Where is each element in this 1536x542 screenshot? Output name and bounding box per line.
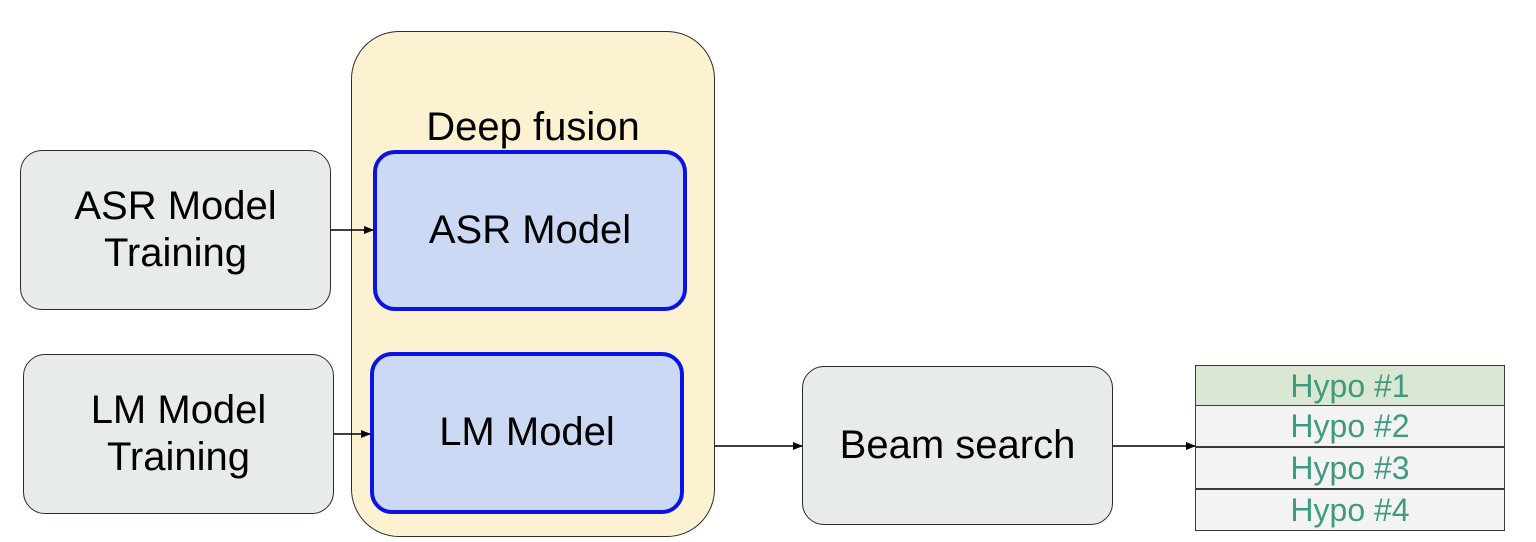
asr-model-box: ASR Model xyxy=(373,150,687,311)
hypothesis-item: Hypo #4 xyxy=(1195,489,1505,531)
beam-search-box: Beam search xyxy=(802,366,1113,525)
lm-model-training-box: LM Model Training xyxy=(23,354,334,514)
lm-model-box: LM Model xyxy=(370,352,684,514)
asr-model-training-box: ASR Model Training xyxy=(20,150,331,310)
hypothesis-item: Hypo #2 xyxy=(1195,405,1505,447)
deep-fusion-title: Deep fusion xyxy=(426,105,640,149)
hypothesis-item: Hypo #3 xyxy=(1195,447,1505,489)
hypothesis-item: Hypo #1 xyxy=(1195,365,1505,407)
